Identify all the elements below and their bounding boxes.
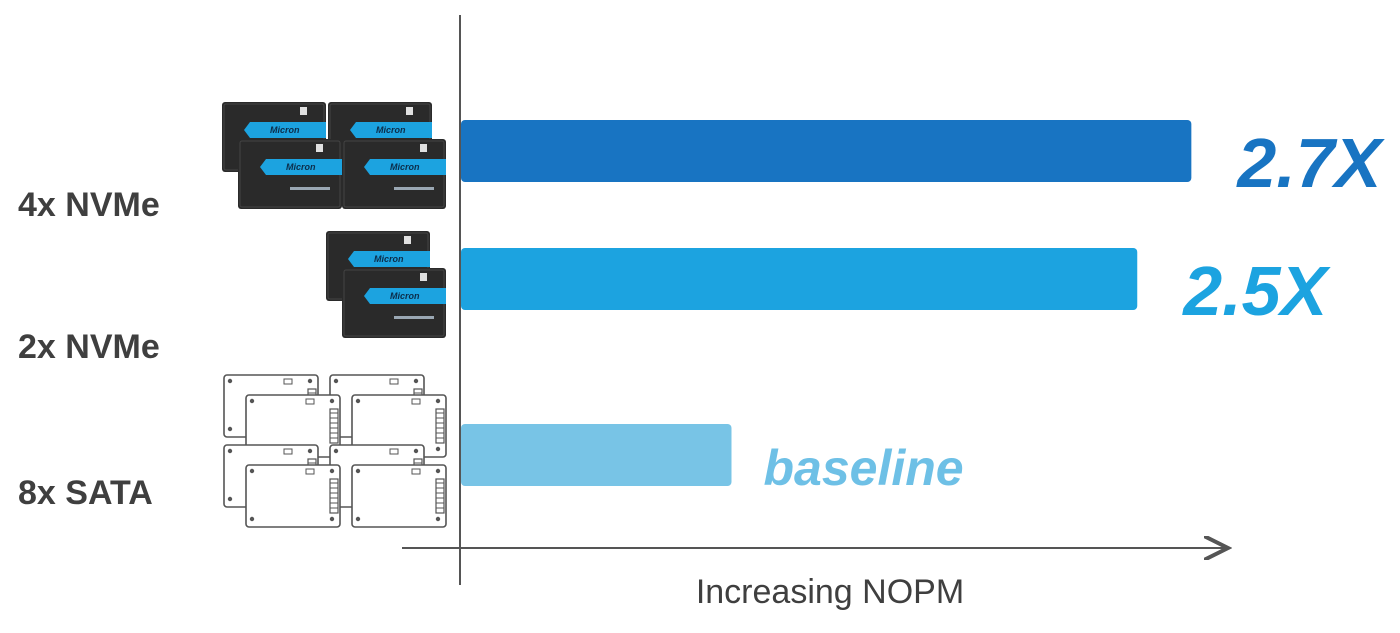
bar-8x-sata — [461, 424, 732, 486]
svg-text:Micron: Micron — [374, 254, 404, 264]
svg-text:Micron: Micron — [390, 162, 420, 172]
sata-ssd-outline-icon — [245, 464, 341, 528]
svg-text:Micron: Micron — [270, 125, 300, 135]
svg-text:Micron: Micron — [376, 125, 406, 135]
nvme-ssd-icon: Micron — [238, 139, 342, 209]
bars — [461, 120, 1192, 486]
x-axis-label: Increasing NOPM — [696, 573, 964, 611]
bar-4x-nvme — [461, 120, 1192, 182]
value-label: baseline — [764, 440, 964, 496]
svg-text:Micron: Micron — [390, 291, 420, 301]
category-label: 2x NVMe — [18, 328, 160, 366]
svg-text:Micron: Micron — [286, 162, 316, 172]
bar-2x-nvme — [461, 248, 1138, 310]
labels: 2.7X 4x NVMe 2.5X 2x NVMe baseline 8x SATA — [18, 124, 1386, 512]
category-label: 8x SATA — [18, 474, 153, 512]
nvme-ssd-icon: Micron — [342, 139, 446, 209]
category-label: 4x NVMe — [18, 186, 160, 224]
nvme-ssd-icon: Micron — [342, 268, 446, 338]
value-label: 2.7X — [1235, 124, 1385, 202]
sata-ssd-outline-icon — [351, 464, 447, 528]
value-label: 2.5X — [1181, 252, 1331, 330]
